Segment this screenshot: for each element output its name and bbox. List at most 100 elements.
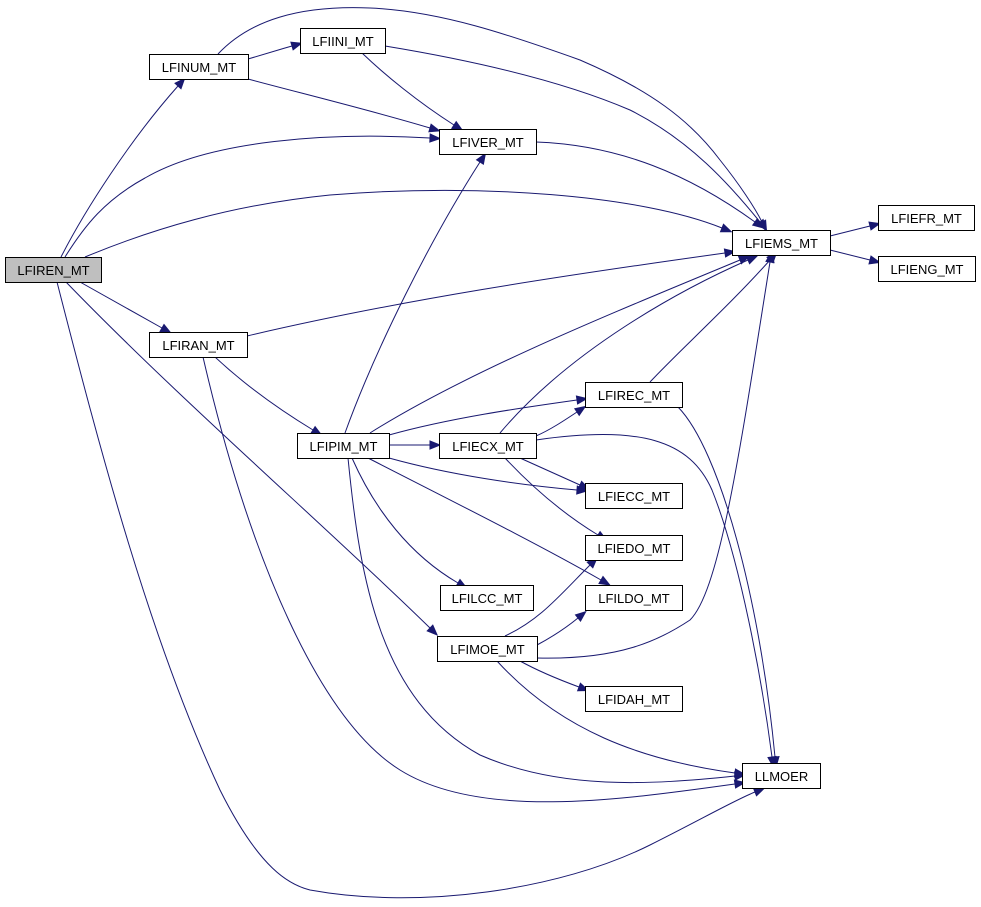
arrow-head-icon	[573, 405, 587, 417]
arrow-head-icon	[174, 77, 186, 90]
node-lfiren-mt[interactable]: LFIREN_MT	[5, 257, 102, 283]
arrow-head-icon	[719, 223, 733, 233]
node-lfiecc-mt[interactable]: LFIECC_MT	[585, 483, 683, 509]
edge-lfiecx-mt-to-lfiems-mt	[499, 255, 759, 434]
node-label: LFIEDO_MT	[598, 541, 671, 556]
edge-line	[535, 433, 773, 758]
edge-line	[369, 259, 741, 434]
edge-line	[677, 406, 776, 758]
edge-lfiecx-mt-to-llmoer	[535, 433, 777, 769]
node-box	[878, 256, 976, 282]
edge-line	[504, 564, 591, 637]
edge-line	[829, 249, 871, 261]
edge-line	[247, 78, 431, 129]
edge-line	[384, 45, 761, 223]
edge-line	[64, 135, 431, 258]
node-lfiefr-mt[interactable]: LFIEFR_MT	[878, 205, 975, 231]
edge-lfiren-mt-to-lfiran-mt	[79, 281, 172, 334]
node-box	[439, 129, 537, 155]
edge-line	[535, 411, 578, 437]
edge-line	[496, 660, 736, 774]
arrow-head-icon	[575, 395, 589, 405]
arrow-head-icon	[767, 755, 777, 769]
node-box	[585, 585, 683, 611]
arrow-head-icon	[598, 575, 611, 586]
node-label: LFIMOE_MT	[450, 642, 524, 657]
edge-line	[60, 85, 179, 258]
node-lfieng-mt[interactable]: LFIENG_MT	[878, 256, 976, 282]
edge-line	[388, 399, 578, 436]
node-label: LFIECC_MT	[598, 489, 670, 504]
node-lfiran-mt[interactable]: LFIRAN_MT	[149, 332, 248, 358]
edge-line	[246, 252, 726, 337]
node-lfinum-mt[interactable]: LFINUM_MT	[149, 54, 249, 80]
node-box	[585, 382, 683, 408]
edge-lfiren-mt-to-lfiver-mt	[64, 133, 442, 258]
node-label: LFIEFR_MT	[891, 211, 962, 226]
node-lfidah-mt[interactable]: LFIDAH_MT	[585, 686, 683, 712]
node-layer: LFIREN_MT LFINUM_MT LFIINI_MT LFIVER_MT LFIE…	[5, 28, 976, 789]
arrow-head-icon	[475, 152, 487, 166]
node-label: LFIDAH_MT	[598, 692, 670, 707]
node-llmoer[interactable]: LLMOER	[742, 763, 821, 789]
node-lfiems-mt[interactable]: LFIEMS_MT	[732, 230, 831, 256]
arrow-head-icon	[574, 610, 587, 622]
node-label: LFIECX_MT	[452, 439, 524, 454]
edge-lfinum-mt-to-lfiver-mt	[247, 78, 441, 133]
edge-line	[347, 457, 736, 784]
edge-lfiecx-mt-to-lfirec-mt	[535, 405, 587, 437]
node-box	[878, 205, 975, 231]
edge-lfiren-mt-to-lfinum-mt	[60, 77, 186, 258]
node-lfipim-mt[interactable]: LFIPIM_MT	[297, 433, 390, 459]
edge-lfipim-mt-to-lfiecc-mt	[388, 457, 589, 495]
node-box	[149, 54, 249, 80]
node-label: LFIVER_MT	[452, 135, 524, 150]
node-label: LFIRAN_MT	[162, 338, 234, 353]
edge-line	[202, 356, 736, 803]
node-box	[585, 535, 683, 561]
edge-lfiver-mt-to-lfiems-mt	[535, 141, 765, 229]
edge-line	[388, 457, 578, 491]
node-box	[149, 332, 248, 358]
edge-lfipim-mt-to-lfildo-mt	[367, 457, 611, 586]
node-label: LFIPIM_MT	[310, 439, 378, 454]
node-label: LFIINI_MT	[312, 34, 373, 49]
node-lfiver-mt[interactable]: LFIVER_MT	[439, 129, 537, 155]
node-label: LFIENG_MT	[891, 262, 964, 277]
edge-line	[84, 189, 723, 258]
node-lfirec-mt[interactable]: LFIREC_MT	[585, 382, 683, 408]
edge-line	[536, 617, 579, 646]
edge-lfiren-mt-to-lfimoe-mt	[65, 281, 439, 636]
node-label: LLMOER	[755, 769, 808, 784]
node-lfiecx-mt[interactable]: LFIECX_MT	[439, 433, 537, 459]
node-lfiedo-mt[interactable]: LFIEDO_MT	[585, 535, 683, 561]
arrow-head-icon	[745, 255, 759, 265]
arrow-head-icon	[290, 41, 303, 51]
node-label: LFIREN_MT	[17, 263, 89, 278]
arrow-head-icon	[752, 787, 766, 797]
node-lfiini-mt[interactable]: LFIINI_MT	[300, 28, 386, 54]
edge-line	[361, 52, 455, 126]
node-box	[439, 433, 537, 459]
edge-line	[247, 45, 293, 60]
node-box	[585, 686, 683, 712]
edge-line	[351, 457, 459, 584]
edge-line	[829, 225, 871, 237]
node-lfildo-mt[interactable]: LFILDO_MT	[585, 585, 683, 611]
node-box	[5, 257, 102, 283]
edge-line	[79, 281, 163, 329]
node-lfilcc-mt[interactable]: LFILCC_MT	[440, 585, 534, 611]
arrow-head-icon	[428, 123, 441, 133]
edge-lfipim-mt-to-lfirec-mt	[388, 395, 589, 436]
edge-line	[367, 457, 602, 581]
node-box	[297, 433, 390, 459]
arrow-head-icon	[751, 217, 765, 229]
node-label: LFINUM_MT	[162, 60, 236, 75]
node-lfimoe-mt[interactable]: LFIMOE_MT	[437, 636, 538, 662]
edge-lfiini-mt-to-lfiver-mt	[361, 52, 464, 132]
node-box	[300, 28, 386, 54]
edge-line	[519, 457, 581, 486]
edge-lfimoe-mt-to-llmoer	[496, 660, 747, 778]
edge-layer	[56, 7, 881, 899]
